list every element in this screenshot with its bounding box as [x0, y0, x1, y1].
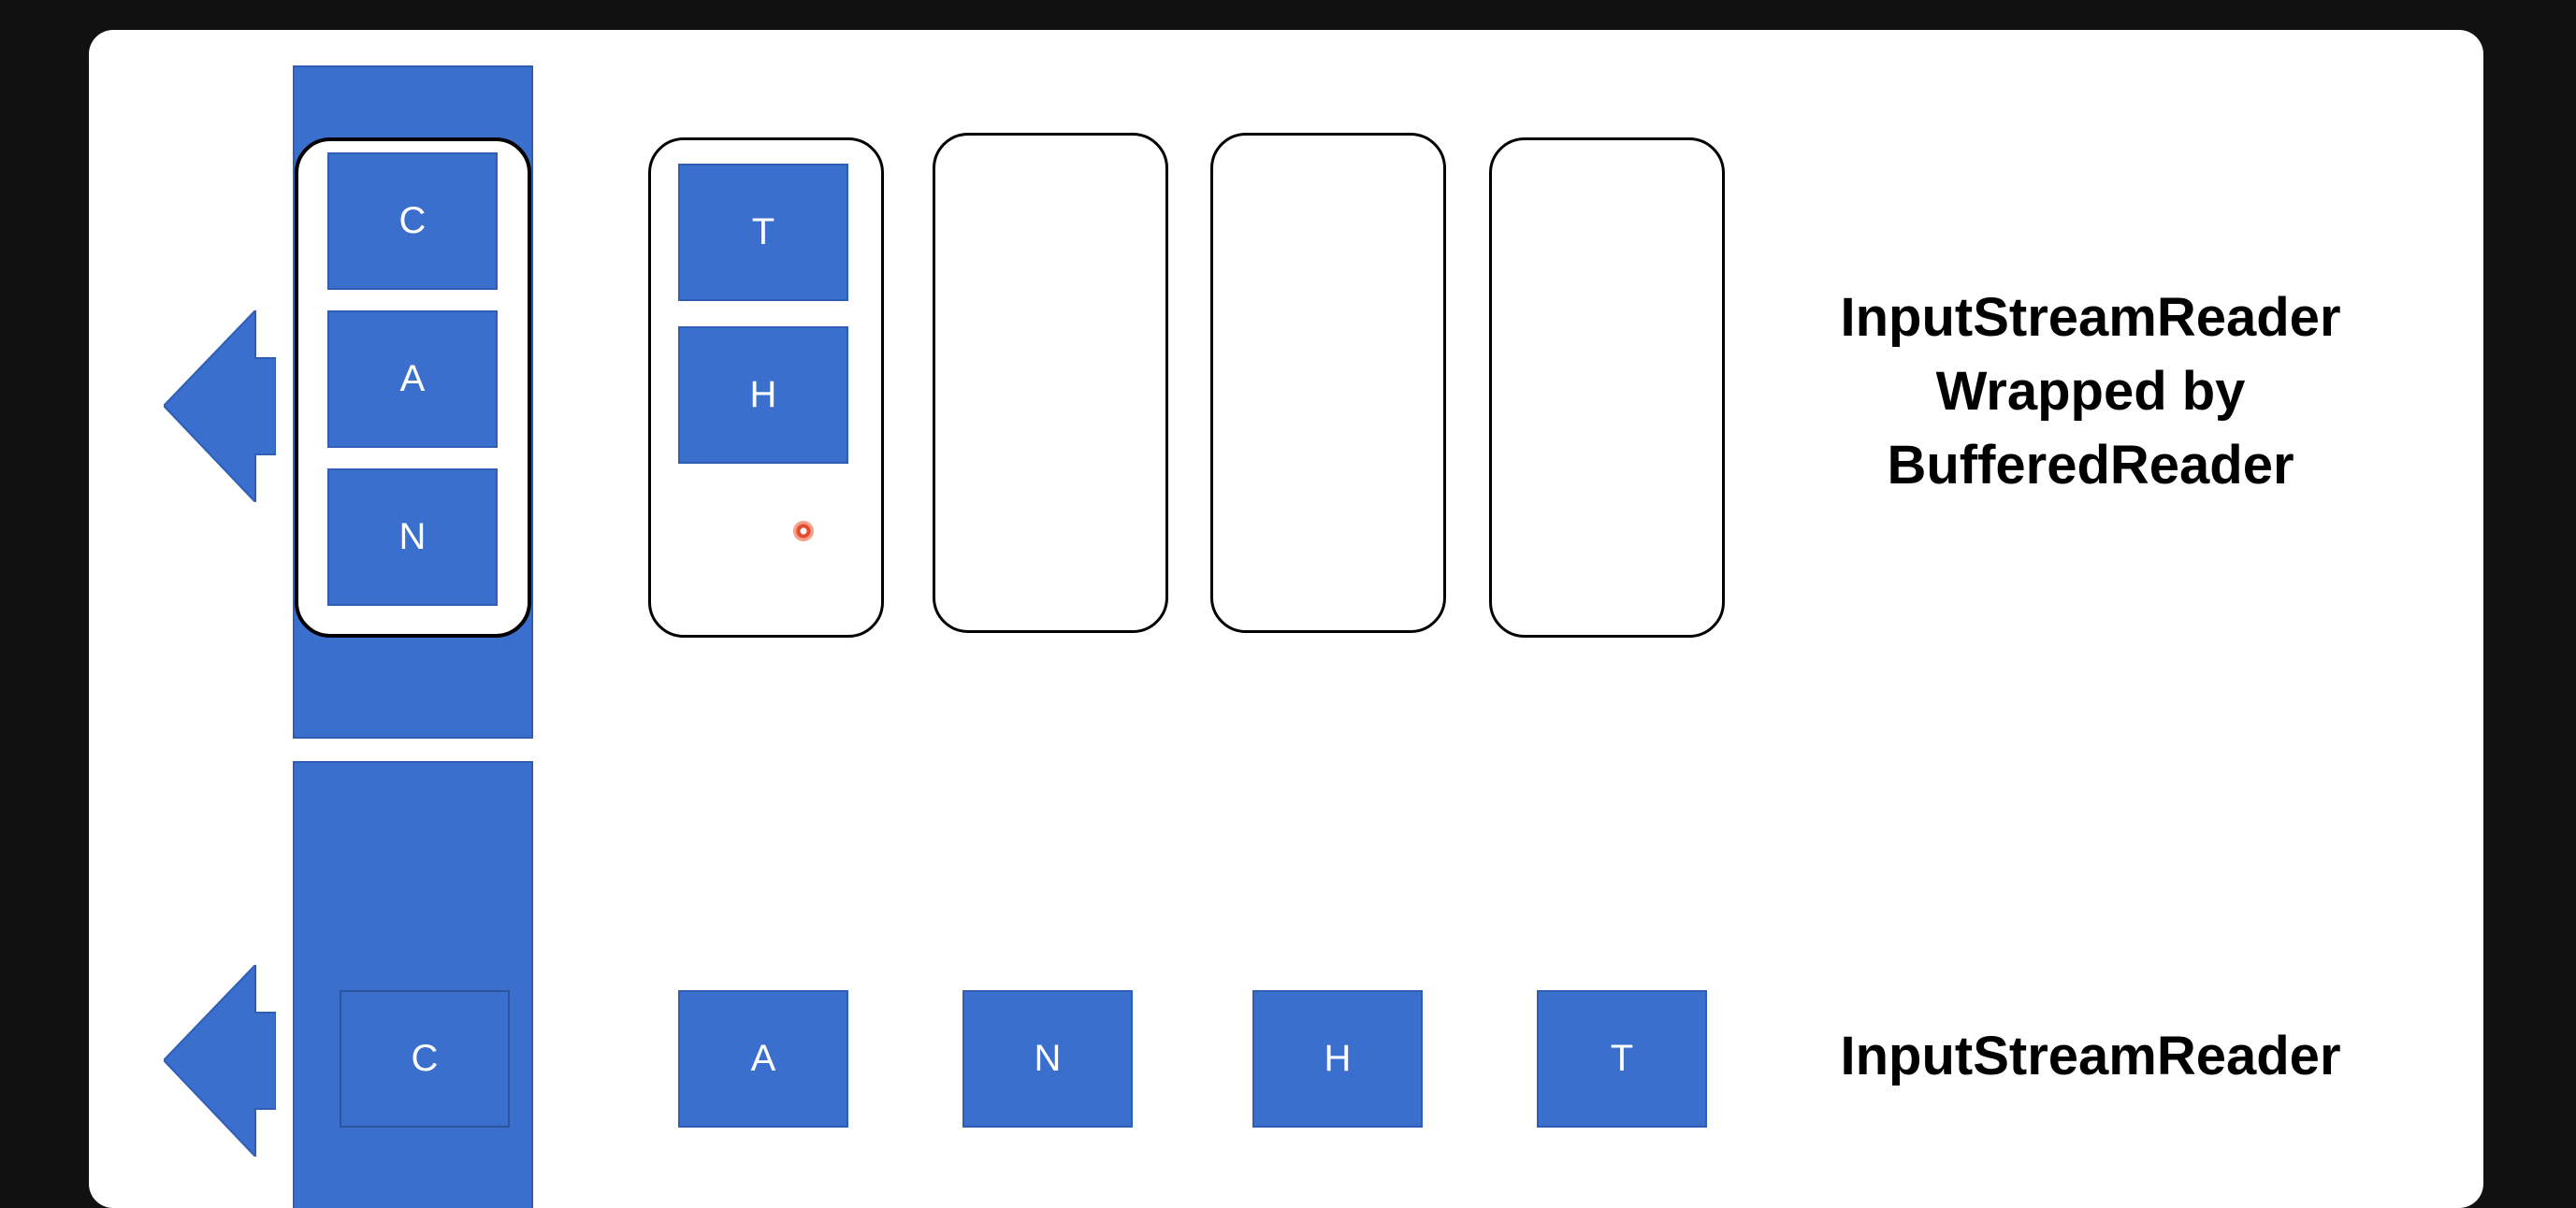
buffer-slot-3 [1210, 133, 1446, 633]
output-pipe-bottom [293, 761, 533, 1208]
left-arrow-icon [164, 310, 276, 502]
buffer-slot-2 [933, 133, 1168, 633]
stream-char-4: T [1537, 990, 1707, 1128]
slide: C A N T H InputStreamReader Wrapped by B… [89, 30, 2483, 1208]
stream-char-1: A [678, 990, 848, 1128]
left-arrow-icon [164, 965, 276, 1157]
output-buffer-char-1: C [327, 152, 498, 290]
buffer-slot-1-char-1: T [678, 164, 848, 301]
stream-char-2: N [962, 990, 1133, 1128]
buffer-slot-1 [648, 137, 884, 638]
laser-pointer-icon [793, 521, 814, 541]
label-input-stream-reader: InputStreamReader [1840, 1026, 2341, 1086]
buffer-slot-4 [1489, 137, 1725, 638]
stream-char-3: H [1252, 990, 1423, 1128]
output-buffer-char-2: A [327, 310, 498, 448]
output-buffer-char-3: N [327, 468, 498, 606]
buffer-slot-1-char-2: H [678, 326, 848, 464]
output-char: C [340, 990, 510, 1128]
label-buffered-reader: InputStreamReader Wrapped by BufferedRea… [1840, 287, 2341, 496]
